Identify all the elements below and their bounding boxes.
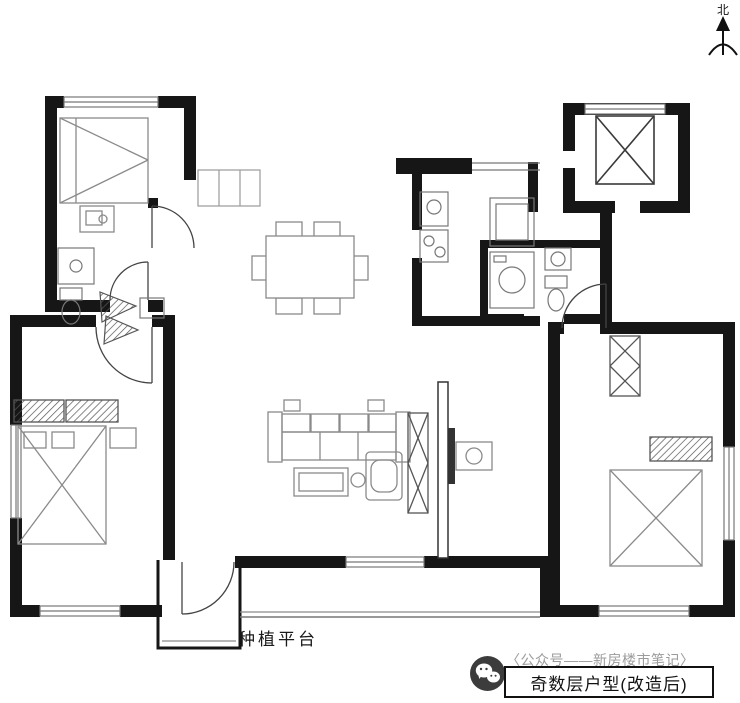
entry-steps (197, 169, 261, 207)
radiator (649, 436, 713, 462)
dining-chair (275, 297, 303, 315)
toilet (59, 287, 83, 325)
bath-a-fixtures (57, 247, 165, 345)
doors (95, 205, 607, 615)
bed-f (609, 469, 703, 567)
windows (10, 96, 735, 617)
north-compass: 北 (708, 3, 738, 56)
dining-set (251, 221, 369, 315)
entry-cabinet (99, 291, 165, 345)
kitchen-fixtures (419, 191, 535, 309)
compass-flukes (708, 43, 738, 56)
tv-screen (448, 428, 455, 484)
compass-arrowhead (716, 16, 730, 31)
kitchen-sink (419, 191, 449, 227)
bedroom-e-furniture (13, 399, 137, 545)
living-room-furniture (267, 399, 493, 514)
balcony (156, 560, 242, 650)
desk-chair (455, 441, 493, 471)
platform-label: 种植平台 (238, 630, 318, 649)
sofa (267, 399, 411, 463)
sink (544, 247, 572, 271)
planting-platform: 种植平台 (238, 611, 540, 649)
tv-cabinet (407, 412, 429, 514)
bed-e (17, 425, 107, 545)
radiator (65, 399, 119, 423)
nightstand-a (79, 205, 115, 233)
bedroom-f-furniture (609, 335, 713, 567)
wardrobe-f (609, 335, 641, 397)
tv-partition (437, 381, 455, 559)
coffee-table (293, 467, 366, 497)
fridge (489, 197, 535, 247)
shower (57, 247, 95, 285)
nightstand-e (109, 427, 137, 449)
north-label: 北 (717, 3, 729, 17)
elevator-shaft (595, 115, 655, 185)
lounge-chair (365, 451, 403, 501)
dining-table (265, 235, 355, 299)
radiator (13, 399, 65, 423)
bedroom-a-furniture (59, 117, 149, 233)
bath-d-fixtures (544, 247, 572, 312)
washer (489, 251, 535, 309)
toilet (544, 275, 568, 312)
bed-a (59, 117, 149, 204)
kitchen-stove (419, 229, 449, 263)
dining-chair (313, 297, 341, 315)
